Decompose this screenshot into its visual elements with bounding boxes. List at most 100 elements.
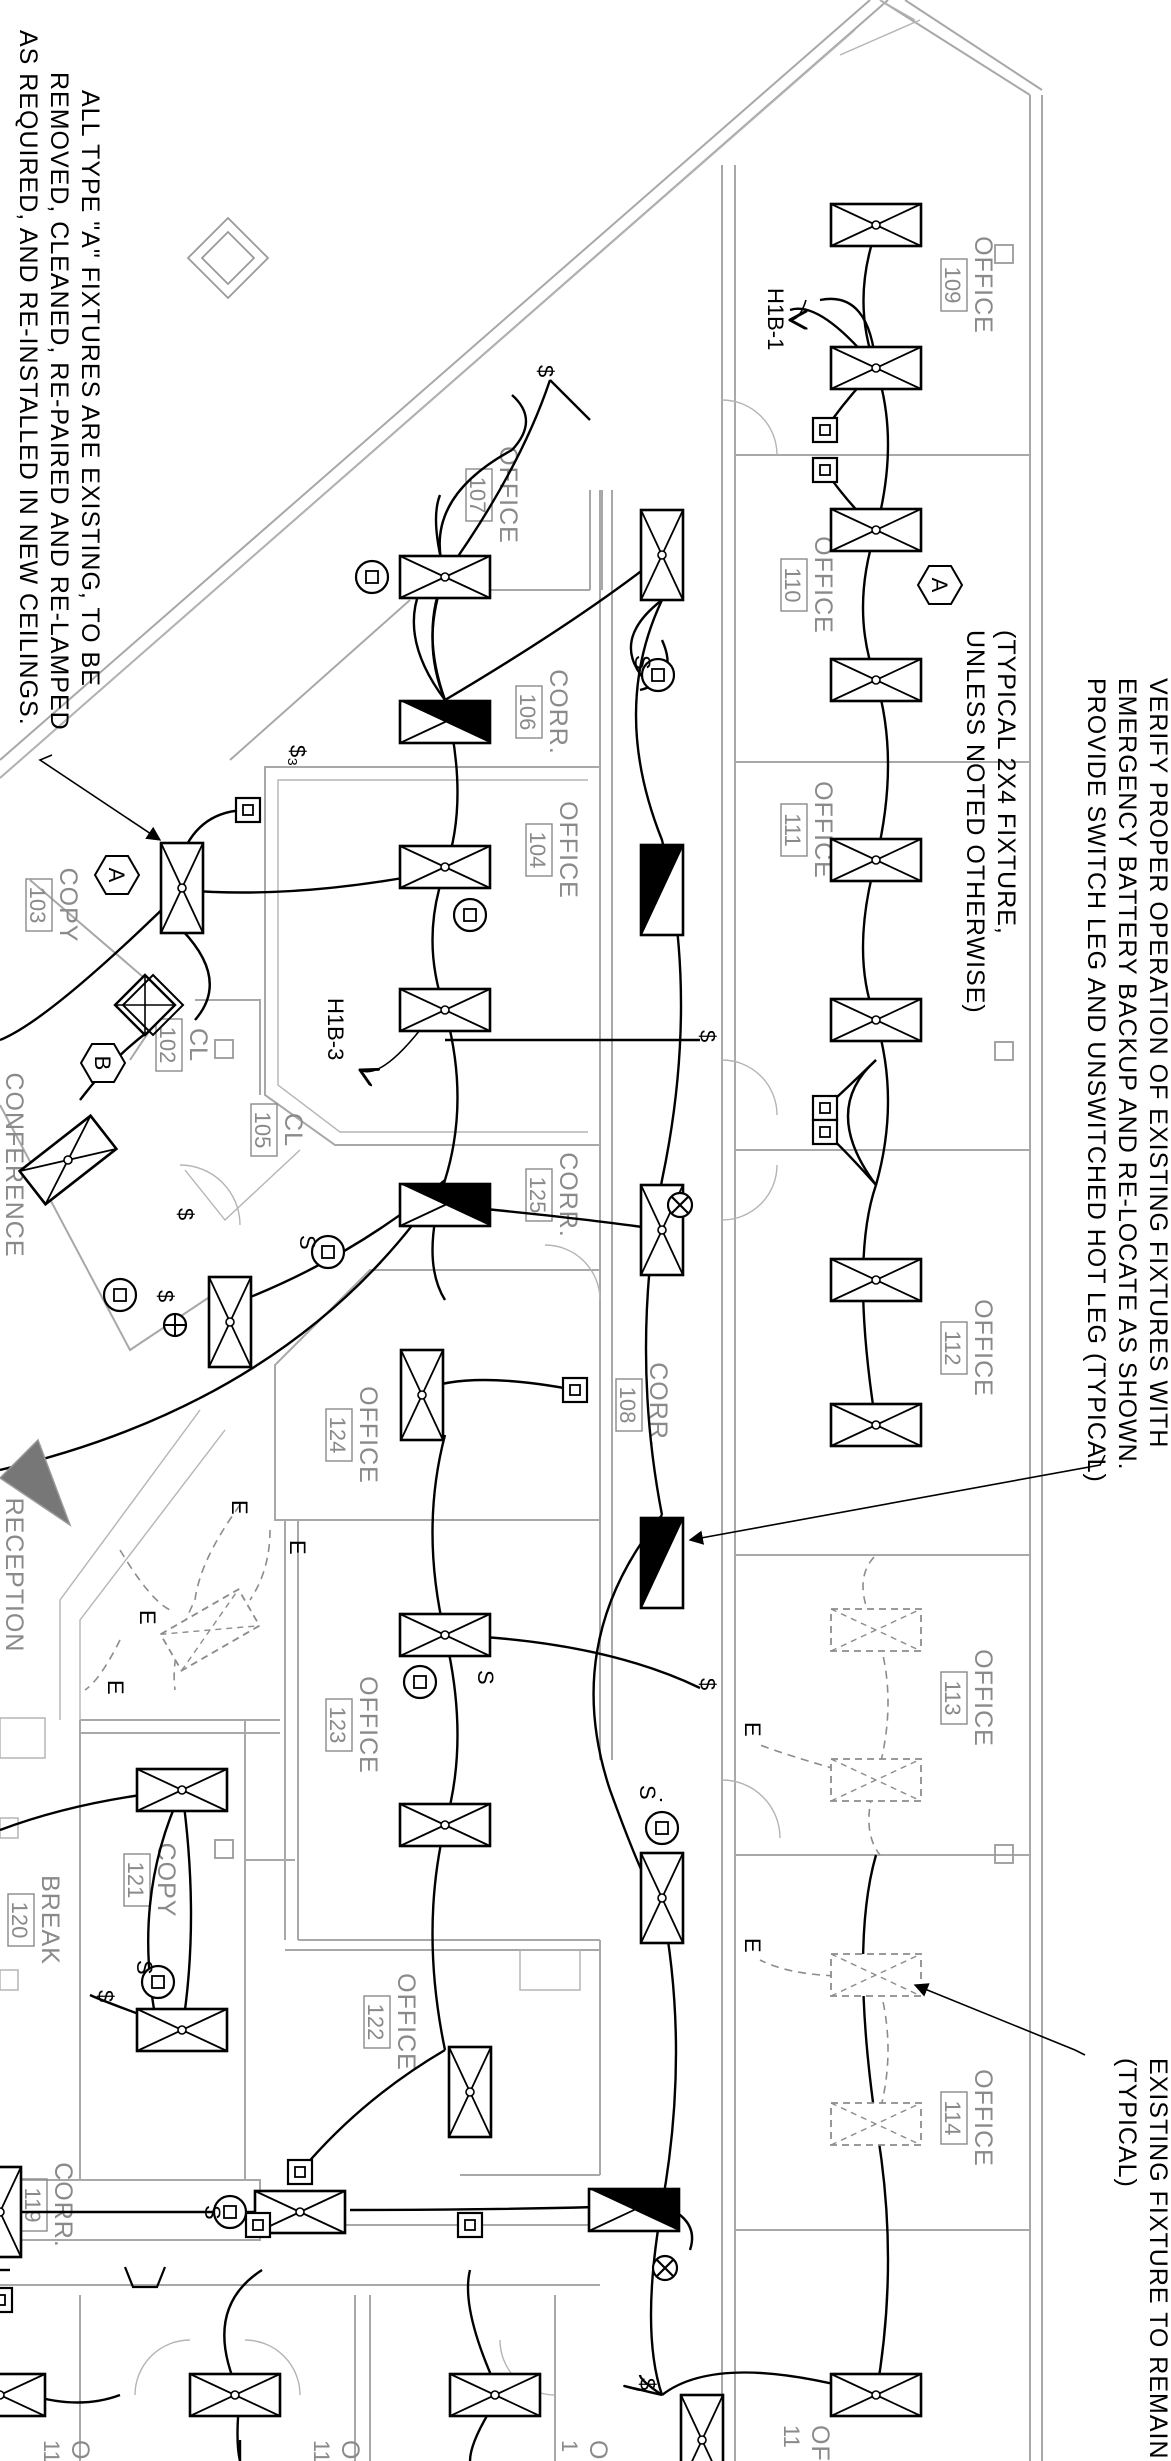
- room-name: COPY: [152, 1843, 180, 1918]
- switch-symbol: $: [533, 365, 558, 377]
- room-number: 120: [7, 1902, 32, 1939]
- switch-label: S: [132, 1960, 157, 1975]
- room-number: 105: [250, 1112, 275, 1149]
- fixture-2x4: [188, 2372, 282, 2418]
- room-number: 121: [123, 1862, 148, 1899]
- room-number: 107: [465, 477, 490, 514]
- room-number-partial: 1: [557, 2440, 582, 2452]
- fixture-2x4: [135, 1767, 229, 1813]
- junction-box: [811, 1118, 839, 1146]
- room-number-partial: 11: [39, 2440, 64, 2461]
- room-number: 103: [25, 887, 50, 924]
- svg-text:UNLESS NOTED OTHERWISE): UNLESS NOTED OTHERWISE): [961, 630, 989, 1014]
- junction-box: [234, 796, 262, 824]
- reception-label: RECEPTION: [0, 1498, 28, 1653]
- room-number: 112: [940, 1330, 965, 1365]
- room-name: CL: [184, 1028, 212, 1062]
- fixture-existing-to-remain: [830, 1608, 922, 1652]
- room-name: CL: [279, 1113, 307, 1147]
- junction-box: [811, 1094, 839, 1122]
- note-verify-emergency: VERIFY PROPER OPERATION OF EXISTING FIXT…: [1082, 678, 1171, 1483]
- light-fixtures: [0, 202, 923, 2461]
- room-name: OFFICE: [494, 446, 522, 544]
- note-existing-type-a: ALL TYPE "A" FIXTURES ARE EXISTING, TO B…: [14, 30, 104, 731]
- switch-labels: S S S S S S $₃ $ $ $ $ $ $ $ E E E E E E: [93, 365, 765, 2390]
- room-number: 119: [20, 2187, 45, 2222]
- svg-text:PROVIDE SWITCH LEG AND UNSWITC: PROVIDE SWITCH LEG AND UNSWITCHED HOT LE…: [1082, 678, 1110, 1483]
- fixture-2x4: [398, 844, 492, 890]
- fixture-tag-a: A: [104, 868, 129, 883]
- fixture-2x4: [829, 345, 923, 391]
- fixture-emergency: [639, 843, 685, 937]
- switch-symbol: $: [635, 2378, 660, 2390]
- emergency-head-icon: [162, 1312, 188, 1338]
- room-name-partial: O: [584, 2440, 612, 2460]
- fixture-2x4: [829, 837, 923, 883]
- fixture-emergency: [587, 2187, 681, 2233]
- svg-text:(TYPICAL): (TYPICAL): [1113, 2058, 1141, 2188]
- fixture-2x4: [829, 202, 923, 248]
- fixture-tag-a: A: [927, 578, 952, 593]
- fixture-emergency: [398, 699, 492, 745]
- note-existing-to-remain: EXISTING FIXTURE TO REMAIN (TYPICAL): [1113, 2058, 1171, 2460]
- room-name-partial: OF: [806, 2425, 834, 2461]
- room-number: 124: [325, 1417, 350, 1454]
- fixture-2x4: [679, 2393, 725, 2461]
- room-number: 114: [940, 2100, 965, 2135]
- junction-box: [811, 416, 839, 444]
- circuit-homeruns: H1B-1 H1B-3: [323, 288, 806, 1072]
- room-number: 111: [780, 813, 805, 846]
- fixture-2x4: [639, 1851, 685, 1945]
- fixture-2x4: [639, 508, 685, 602]
- fixture-2x4: [0, 2165, 23, 2259]
- fixture-2x4: [447, 2045, 493, 2139]
- fixture-type-b: [113, 973, 185, 1037]
- junction-box: [0, 2286, 14, 2314]
- em-label: E: [103, 1680, 128, 1695]
- fixture-tag-b: B: [90, 1056, 115, 1071]
- em-label: E: [135, 1610, 160, 1625]
- room-number: 110: [780, 567, 805, 602]
- room-name: CORR.: [544, 669, 572, 755]
- junction-box: [244, 2211, 272, 2239]
- svg-text:AS REQUIRED, AND RE-INSTALLED: AS REQUIRED, AND RE-INSTALLED IN NEW CEI…: [14, 30, 42, 726]
- fixture-emergency: [639, 1516, 685, 1610]
- junction-box: [561, 1376, 589, 1404]
- switch-symbol: $: [695, 1678, 720, 1690]
- room-name: BREAK: [36, 1875, 64, 1965]
- svg-text:EXISTING FIXTURE TO REMAIN: EXISTING FIXTURE TO REMAIN: [1144, 2058, 1171, 2460]
- room-labels: OFFICE 109 OFFICE 110 OFFICE 111 OFFICE …: [0, 236, 997, 2461]
- fixture-2x4: [829, 1257, 923, 1303]
- switch-label: S: [295, 1235, 320, 1250]
- room-number: 108: [615, 1387, 640, 1424]
- fixture-emergency: [398, 1182, 492, 1228]
- fixture-2x4: [829, 997, 923, 1043]
- switch-3way-symbol: $₃: [285, 745, 310, 766]
- fixture-existing-to-remain: [830, 1953, 922, 1997]
- exit-sign-icon: [651, 2254, 679, 2282]
- occupancy-sensor: [102, 1277, 138, 1313]
- em-label: E: [740, 1722, 765, 1737]
- switch-label: S: [630, 655, 655, 670]
- fixture-2x4: [207, 1275, 253, 1369]
- architectural-walls: [0, 0, 1043, 2461]
- em-label: E: [285, 1540, 310, 1555]
- fixture-existing-to-remain: [830, 1758, 922, 1802]
- fixture-2x4: [829, 657, 923, 703]
- svg-text:REMOVED, CLEANED, RE-PAIRED AN: REMOVED, CLEANED, RE-PAIRED AND RE-LAMPE…: [45, 72, 73, 731]
- fixture-existing-to-remain: [159, 1588, 261, 1672]
- room-number: 109: [940, 267, 965, 304]
- fixture-type-a: [159, 841, 205, 935]
- fixture-existing-to-remain: [830, 2102, 922, 2146]
- switch-label: S: [473, 1670, 498, 1685]
- room-name: CORR.: [49, 2162, 77, 2248]
- fixture-2x4: [829, 507, 923, 553]
- occupancy-sensor: [402, 1664, 438, 1700]
- room-name-partial: OF: [336, 2440, 364, 2461]
- room-number: 113: [940, 1680, 965, 1715]
- room-name: OFFICE: [354, 1676, 382, 1774]
- room-name: OFFICE: [969, 1299, 997, 1397]
- room-name: OFFICE: [809, 536, 837, 634]
- room-name: OFFICE: [969, 2069, 997, 2167]
- room-number: 102: [155, 1027, 180, 1064]
